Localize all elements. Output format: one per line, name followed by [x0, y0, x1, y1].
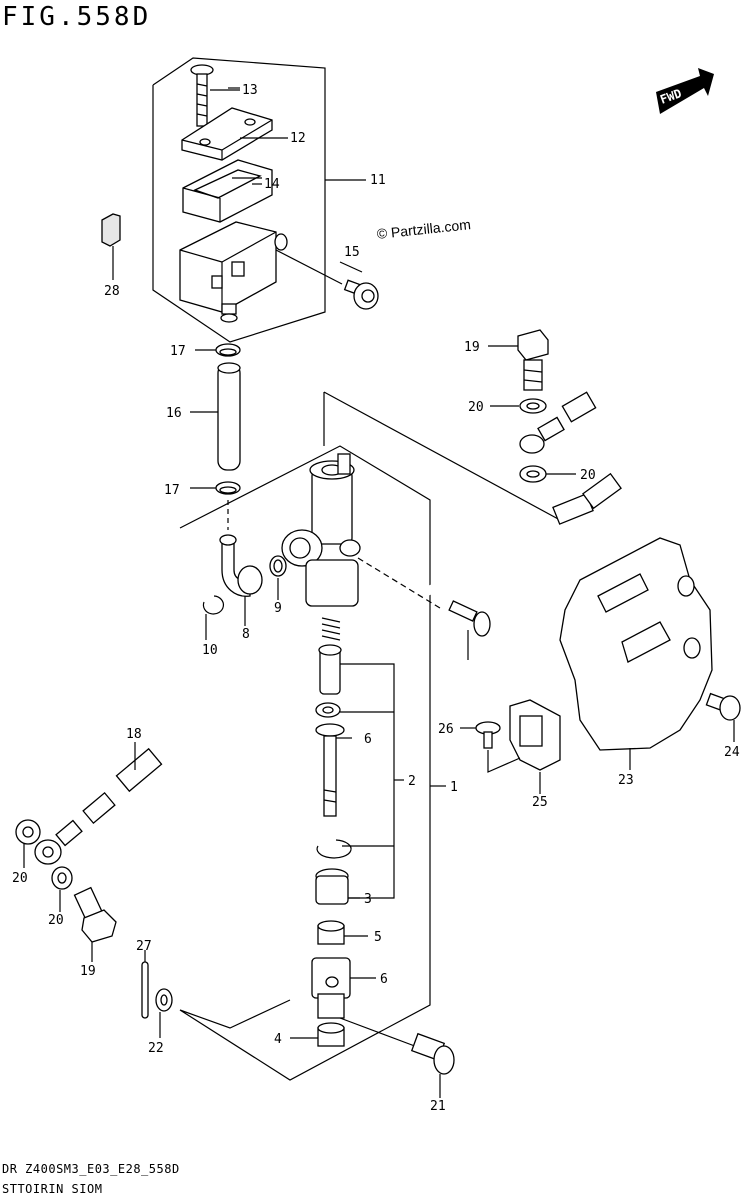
callout-6-top: 5 [374, 930, 382, 945]
washer-20-b [519, 465, 576, 483]
callout-20-b: 20 [580, 468, 596, 483]
push-rod-5 [315, 723, 352, 817]
callout-14: 14 [264, 177, 280, 192]
circlip-9 [202, 595, 225, 640]
plug-28 [101, 213, 121, 280]
callout-25: 21 [430, 1099, 446, 1114]
boot-3 [315, 868, 349, 905]
callout-2: 2 [408, 774, 416, 789]
callout-19-bottom: 19 [80, 964, 96, 979]
callout-4: 6 [380, 972, 388, 987]
reservoir-body [179, 221, 288, 323]
bolt-22 [705, 692, 741, 742]
callout-23: 25 [532, 795, 548, 810]
bracket-23 [509, 699, 561, 794]
circlip-large [316, 839, 352, 859]
cotter-pin-27 [141, 950, 149, 1019]
callout-12: 12 [290, 131, 306, 146]
callout-21: 23 [618, 773, 634, 788]
footer-code: DR Z400SM3_E03_E28_558D [2, 1162, 180, 1176]
callout-27: 27 [136, 939, 152, 954]
washer-20-d [51, 866, 73, 912]
clevis-4 [311, 957, 351, 1019]
callout-22: 24 [724, 745, 740, 760]
callout-18: 18 [126, 727, 142, 742]
master-cylinder-body [281, 453, 441, 609]
reservoir-hose-16 [190, 362, 241, 471]
spring [321, 617, 341, 641]
callout-15: 15 [344, 245, 360, 260]
o-ring-8 [269, 555, 287, 600]
screw-13 [190, 64, 214, 127]
callout-16: 16 [166, 406, 182, 421]
union-bolt-19-top [488, 329, 549, 391]
callout-1: 1 [450, 780, 458, 795]
callout-8: 9 [274, 601, 282, 616]
piston-cup [318, 644, 342, 695]
washer-26 [155, 988, 173, 1038]
brake-hose-18 [82, 372, 646, 825]
callout-17-bottom: 17 [164, 483, 180, 498]
banjo-fitting-top [519, 416, 565, 454]
hose-clamp-17-top [195, 343, 241, 357]
fwd-label: FWD [658, 86, 683, 107]
screw-24 [460, 721, 521, 773]
fwd-arrow-icon: FWD [656, 68, 714, 114]
bolt-15 [275, 249, 379, 310]
callout-leaders [134, 89, 446, 1049]
washer-20-a [490, 398, 547, 414]
callout-7: 8 [242, 627, 250, 642]
callout-26: 22 [148, 1041, 164, 1056]
callout-3: 3 [364, 892, 372, 907]
figure-title: FIG.558D [2, 2, 152, 32]
callout-24: 26 [438, 722, 454, 737]
callout-13: 13 [242, 83, 258, 98]
callout-5: 6 [364, 732, 372, 747]
cap-plate-12 [181, 107, 273, 161]
callout-11: 11 [370, 173, 386, 188]
seal-ring [315, 702, 341, 718]
hose-joint-7 [219, 500, 263, 626]
callout-19-top: 19 [464, 340, 480, 355]
bolt-10 [448, 600, 491, 660]
washer-20-c [15, 819, 41, 868]
callout-20-a: 20 [468, 400, 484, 415]
master-cylinder-frame [179, 391, 561, 1081]
union-bolt-19-bottom [73, 886, 117, 962]
callout-28: 28 [104, 284, 120, 299]
footer-name: STTOIRIN SIOM [2, 1182, 103, 1196]
callout-20-d: 20 [48, 913, 64, 928]
callout-20-c: 20 [12, 871, 28, 886]
clevis-pin-25 [410, 1032, 455, 1098]
callout-17-top: 17 [170, 344, 186, 359]
callout-6-bottom: 4 [274, 1032, 282, 1047]
guard-21 [559, 537, 713, 770]
callout-9: 10 [202, 643, 218, 658]
diaphragm-14 [182, 159, 273, 223]
banjo-fitting-bottom [34, 819, 83, 865]
callout-labels: 13 12 14 11 15 28 17 16 17 19 20 20 9 8 … [12, 83, 740, 1114]
nut-6-bottom [317, 1022, 345, 1047]
hose-clamp-17-bottom [190, 481, 241, 495]
misc-leaders [228, 87, 363, 273]
reservoir-assembly-frame [152, 57, 326, 343]
nut-6-top [317, 920, 345, 945]
